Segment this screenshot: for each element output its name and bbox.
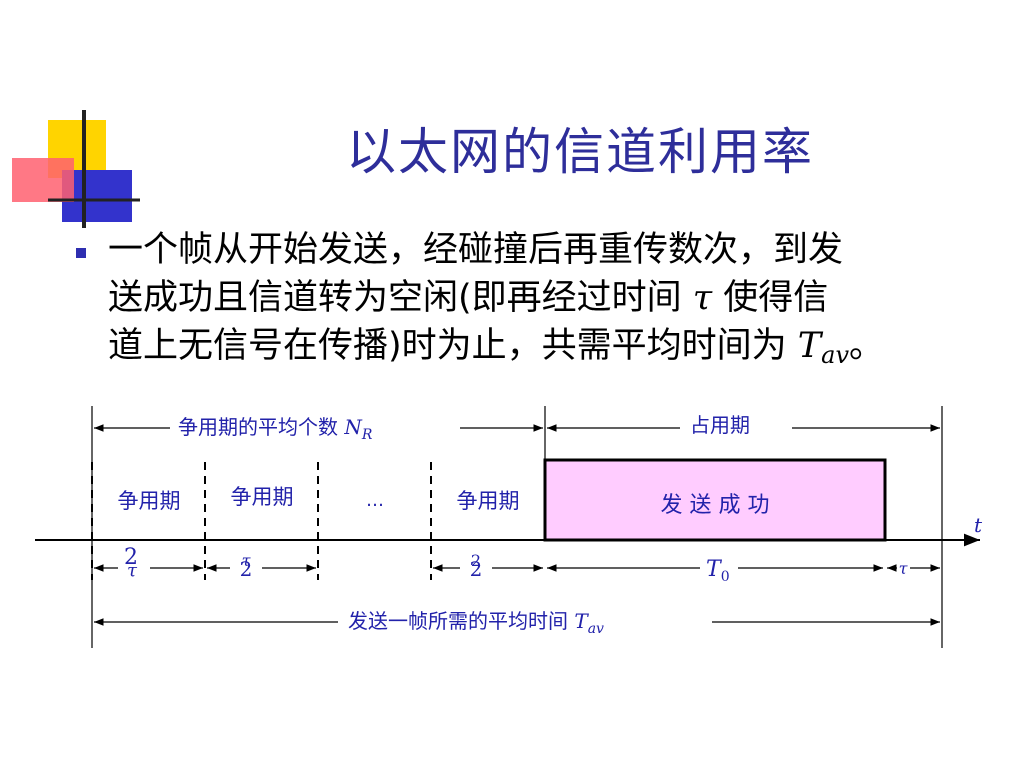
bullet-line-2: 送成功且信道转为空闲(即再经过时间 τ 使得信: [108, 274, 968, 322]
slot-ellipsis: …: [366, 490, 384, 511]
slot-label-4: 争用期: [457, 489, 520, 513]
slot4-two-top: 2: [471, 551, 481, 570]
corner-decoration: [12, 110, 140, 228]
t0-label: T0: [706, 557, 730, 585]
success-label: 发 送 成 功: [661, 493, 770, 518]
slot1-tau: τ: [127, 560, 138, 581]
t-av-subscript: av: [821, 341, 850, 369]
bullet-line-3-end: 。: [849, 326, 885, 366]
bullet-marker: [76, 248, 86, 258]
bullet-line-1: 一个帧从开始发送，经碰撞后再重传数次，到发: [108, 230, 844, 270]
slot-label-2: 争用期: [231, 485, 294, 509]
success-transmission-box: [543, 458, 887, 542]
channel-utilization-diagram: 争用期的平均个数 NR 占用期 争用期 争用期 … 争用期 发 送 成 功 t …: [35, 406, 983, 648]
page-title: 以太网的信道利用率: [346, 123, 814, 181]
bullet-paragraph: 一个帧从开始发送，经碰撞后再重传数次，到发 送成功且信道转为空闲(即再经过时间 …: [108, 226, 968, 379]
occupied-label: 占用期: [690, 413, 750, 437]
bullet-line-2-b: 使得信: [712, 278, 829, 318]
slot4-two: 2: [470, 557, 483, 581]
bullet-line-3: 道上无信号在传播)时为止，共需平均时间为 Tav。: [108, 322, 968, 379]
deco-red-square: [12, 158, 74, 202]
slot2-tau: τ: [242, 551, 252, 570]
tau-symbol: τ: [692, 278, 713, 318]
time-axis-label: t: [974, 513, 983, 537]
slot-label-1: 争用期: [118, 489, 181, 513]
t-av-symbol: T: [797, 326, 822, 366]
contention-total-label: 争用期的平均个数 NR: [178, 415, 373, 443]
end-tau-label: τ: [899, 559, 909, 578]
slot2-two: 2: [240, 557, 253, 581]
bullet-line-3-a: 道上无信号在传播)时为止，共需平均时间为: [108, 326, 798, 366]
total-time-label: 发送一帧所需的平均时间 Tav: [348, 609, 604, 637]
slot1-two: 2: [124, 545, 138, 570]
bullet-line-2-a: 送成功且信道转为空闲(即再经过时间: [108, 278, 693, 318]
